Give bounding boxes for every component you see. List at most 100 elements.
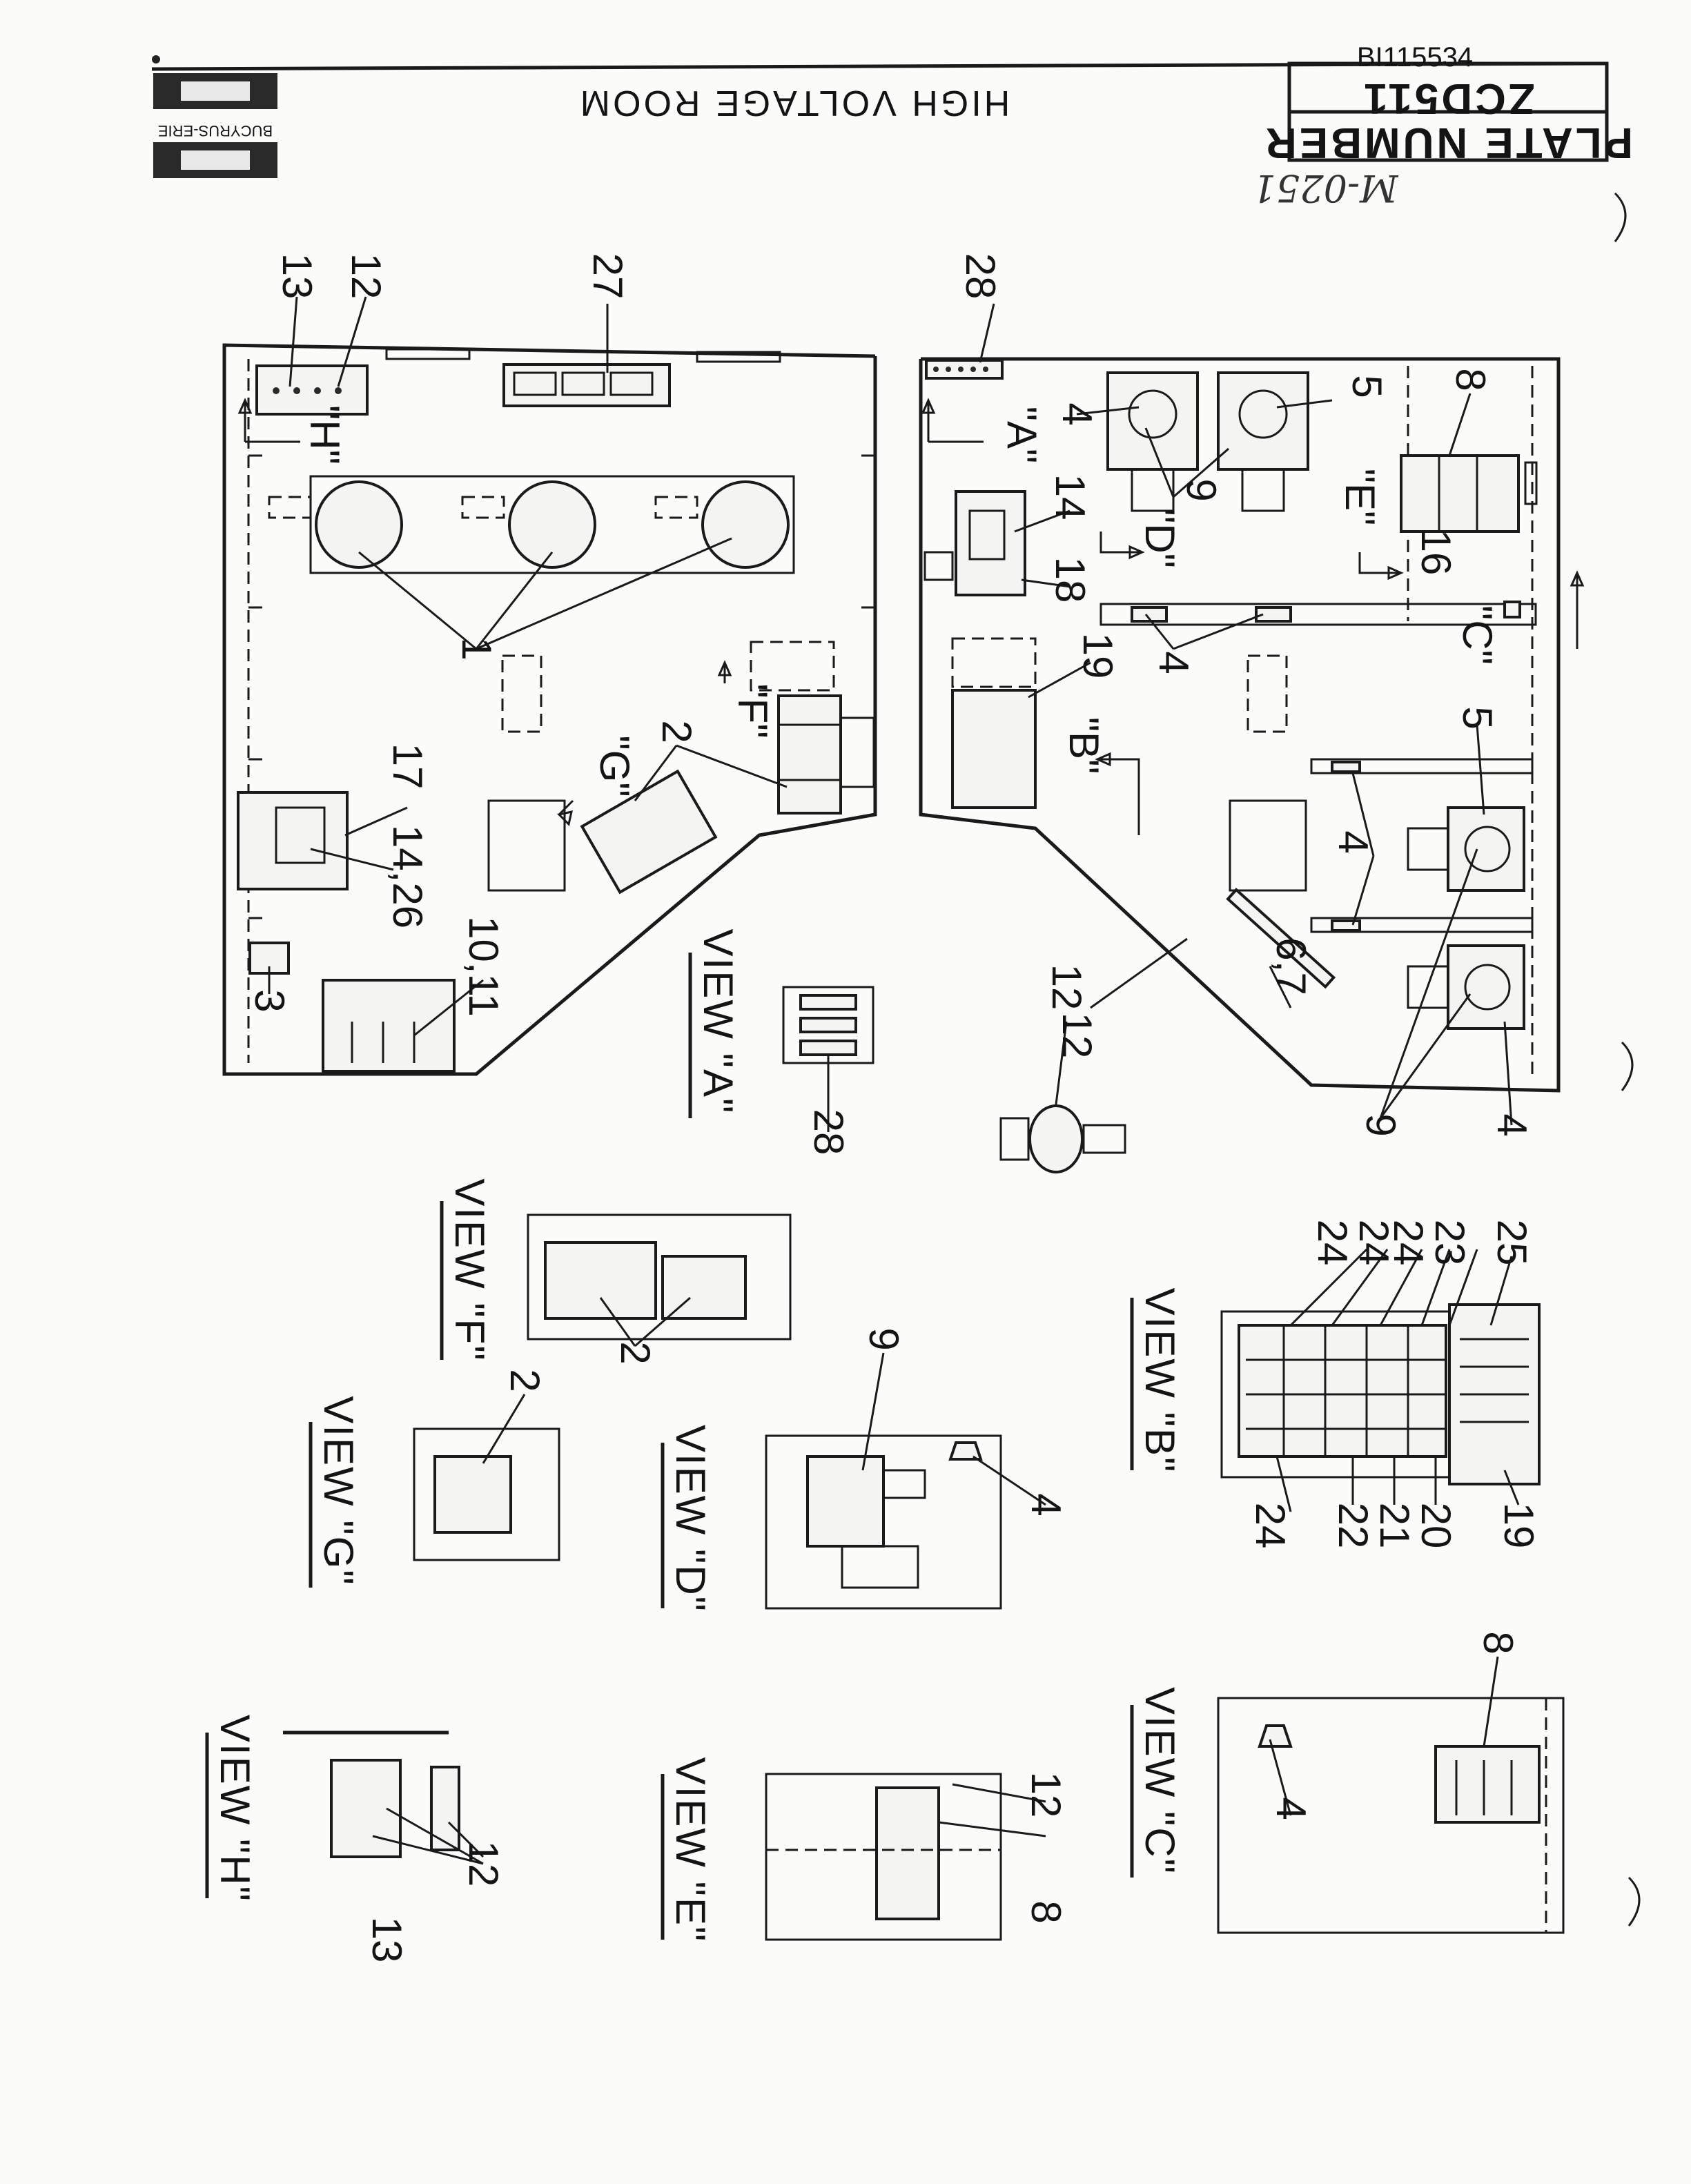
component-17 <box>237 791 349 890</box>
view-titles: VIEW "A" VIEW "B" VIEW "C" VIEW "D" VIEW… <box>205 929 1183 1943</box>
plate-number-label: PLATE NUMBER <box>1263 119 1633 166</box>
view-marker-c: "C" <box>1454 605 1501 665</box>
callout-25: 25 <box>1489 1220 1535 1266</box>
callout-19-b: 19 <box>1496 1503 1542 1549</box>
callout-12: 12 <box>343 253 389 300</box>
callout-9-c: 9 <box>861 1327 907 1350</box>
view-c-detail <box>1217 1697 1565 1934</box>
component-12-bushing <box>999 1104 1126 1173</box>
component-4-bar <box>1099 601 1537 626</box>
margin-marks <box>1614 192 1641 1927</box>
header-area: BUCYRUS-ERIE HIGH VOLTAGE ROOM ZCD511 PL… <box>151 42 1633 210</box>
component-28 <box>925 359 1004 380</box>
view-f-detail <box>527 1213 792 1340</box>
callout-14: 14 <box>1047 474 1093 520</box>
callout-22: 22 <box>1330 1503 1376 1549</box>
view-marker-arrows <box>237 398 1585 835</box>
callout-28-b: 28 <box>805 1109 852 1156</box>
dashed-outline-b <box>951 637 1037 688</box>
view-title-d: VIEW "D" <box>667 1425 714 1612</box>
main-plan-left <box>222 343 877 1076</box>
callout-18: 18 <box>1047 557 1093 603</box>
component-2 <box>580 694 875 895</box>
view-title-a: VIEW "A" <box>695 929 741 1115</box>
page-title: HIGH VOLTAGE ROOM <box>578 83 1010 123</box>
callout-8-b: 8 <box>1023 1900 1069 1923</box>
view-marker-e: "E" <box>1337 469 1383 526</box>
callout-24-d: 24 <box>1247 1503 1293 1549</box>
callout-12-d: 12 <box>460 1841 507 1887</box>
component-10-11 <box>322 979 456 1073</box>
outline-g <box>487 799 566 892</box>
component-1-group <box>268 475 795 574</box>
view-marker-g: "G" <box>592 735 638 797</box>
view-markers: "A" "B" "C" "D" "E" "F" "G" "H" <box>302 405 1501 797</box>
plate-number: ZCD511 <box>1361 75 1534 122</box>
callout-4-b: 4 <box>1151 651 1197 674</box>
callout-8-a: 8 <box>1447 368 1494 391</box>
callout-27: 27 <box>585 253 631 300</box>
view-title-c: VIEW "C" <box>1137 1687 1183 1875</box>
dashed-outline-right <box>1247 654 1288 733</box>
callout-23: 23 <box>1427 1220 1473 1266</box>
view-a-detail <box>782 986 874 1064</box>
view-title-b: VIEW "B" <box>1137 1288 1183 1474</box>
main-plan-right <box>919 357 1561 1173</box>
component-5-top <box>1106 371 1309 512</box>
callout-24-b: 24 <box>1351 1220 1397 1266</box>
callout-9-a: 9 <box>1178 478 1224 501</box>
callout-4-a: 4 <box>1054 402 1100 425</box>
handwritten-note: M-0251 <box>1253 166 1399 210</box>
callout-28: 28 <box>957 253 1004 300</box>
dashed-outline-f <box>750 641 835 692</box>
callout-24-a: 24 <box>1385 1220 1431 1266</box>
view-marker-d: "D" <box>1137 509 1183 568</box>
view-title-h: VIEW "H" <box>212 1715 258 1902</box>
component-9-lower <box>1407 806 1525 1030</box>
callout-14-26: 14,26 <box>384 825 431 928</box>
view-b-detail <box>1220 1303 1541 1485</box>
component-6-7 <box>1226 888 1336 989</box>
component-8 <box>1400 454 1538 533</box>
left-room-outline <box>222 343 877 1076</box>
callout-8-c: 8 <box>1475 1631 1521 1654</box>
leader-lines <box>268 296 1520 1865</box>
component-19 <box>951 689 1037 809</box>
view-title-g: VIEW "G" <box>315 1396 362 1586</box>
view-h-detail <box>283 1730 460 1858</box>
callout-5-a: 5 <box>1344 375 1390 398</box>
view-title-e: VIEW "E" <box>667 1757 714 1943</box>
view-marker-b: "B" <box>1061 717 1107 774</box>
component-4-vertical <box>1310 758 1534 933</box>
callout-17: 17 <box>384 743 431 790</box>
callout-5-b: 5 <box>1454 706 1501 729</box>
callout-labels: 27 12 13 28 1 2 17 14,26 10,11 3 4 5 8 9… <box>246 253 1542 1963</box>
callout-13-b: 13 <box>364 1917 410 1963</box>
view-marker-f: "F" <box>730 683 776 738</box>
callout-4-c: 4 <box>1330 830 1376 853</box>
callout-2-b: 2 <box>612 1341 658 1364</box>
bucyrus-erie-logo: BUCYRUS-ERIE <box>152 55 277 178</box>
plate-box: ZCD511 PLATE NUMBER <box>1263 61 1633 166</box>
view-marker-a: "A" <box>999 407 1045 464</box>
logo-text: BUCYRUS-ERIE <box>158 122 273 139</box>
callout-24-c: 24 <box>1309 1220 1356 1266</box>
callout-3: 3 <box>246 989 293 1012</box>
view-d-detail <box>765 1434 1002 1610</box>
callout-4-e: 4 <box>1023 1493 1069 1516</box>
callout-21: 21 <box>1371 1503 1418 1549</box>
callout-16: 16 <box>1413 529 1459 576</box>
component-13 <box>255 364 369 416</box>
callout-20: 20 <box>1413 1503 1459 1549</box>
callout-2: 2 <box>654 720 700 743</box>
callout-12-b: 12 <box>1044 964 1090 1011</box>
callout-12-c: 12 <box>1023 1772 1069 1818</box>
callout-1: 1 <box>453 637 500 660</box>
callout-4-f: 4 <box>1268 1797 1314 1820</box>
callout-12-e: 12 <box>1054 1013 1100 1059</box>
dashed-outline-center <box>501 654 543 733</box>
callout-10-11: 10,11 <box>460 916 507 1017</box>
callout-13: 13 <box>274 253 320 300</box>
